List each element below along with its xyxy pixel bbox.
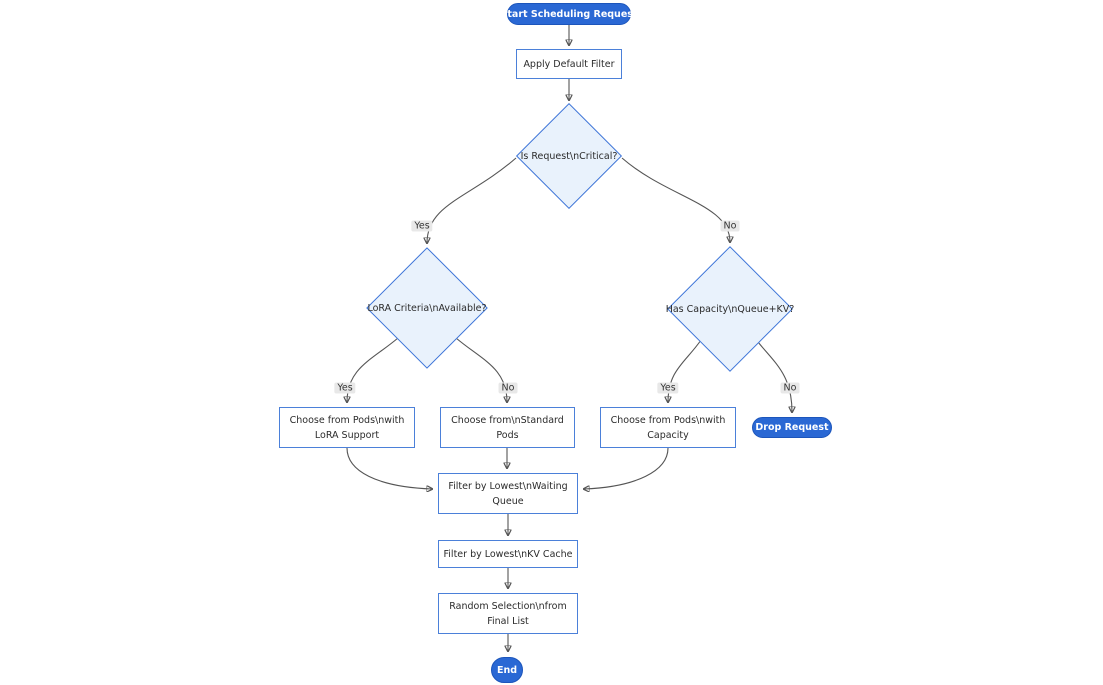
edge-label-lora-no: No	[498, 382, 518, 394]
edge-critical-no	[621, 157, 730, 242]
decision-label: Has Capacity\nQueue+KV?	[665, 303, 795, 315]
edge-label-capacity-yes: Yes	[657, 382, 679, 394]
has-capacity-decision: Has Capacity\nQueue+KV?	[666, 246, 794, 372]
edge-label-lora-yes: Yes	[334, 382, 356, 394]
lora-criteria-decision: LoRA Criteria\nAvailable?	[366, 247, 488, 369]
choose-lora-pods-node: Choose from Pods\nwith LoRA Support	[279, 407, 415, 448]
choose-capacity-pods-node: Choose from Pods\nwith Capacity	[600, 407, 736, 448]
edge-capacity-pods-to-filter	[584, 447, 669, 489]
decision-label: LoRA Criteria\nAvailable?	[367, 302, 487, 314]
filter-waiting-queue-node: Filter by Lowest\nWaiting Queue	[438, 473, 578, 514]
edge-capacity-no	[757, 341, 792, 412]
choose-standard-pods-node: Choose from\nStandard Pods	[440, 407, 575, 448]
decision-label: Is Request\nCritical?	[520, 150, 618, 162]
edge-critical-yes	[427, 157, 517, 243]
edge-capacity-yes	[668, 339, 702, 402]
edge-label-critical-yes: Yes	[411, 220, 433, 232]
edge-label-capacity-no: No	[780, 382, 800, 394]
end-node: End	[491, 657, 523, 683]
apply-default-filter-node: Apply Default Filter	[516, 49, 622, 79]
edge-label-critical-no: No	[720, 220, 740, 232]
random-selection-node: Random Selection\nfrom Final List	[438, 593, 578, 634]
filter-kv-cache-node: Filter by Lowest\nKV Cache	[438, 540, 578, 568]
edge-lora-pods-to-filter	[346, 447, 432, 489]
drop-request-node: Drop Request	[752, 417, 832, 438]
is-request-critical-decision: Is Request\nCritical?	[515, 102, 623, 210]
start-node: Start Scheduling Request	[501, 3, 637, 25]
